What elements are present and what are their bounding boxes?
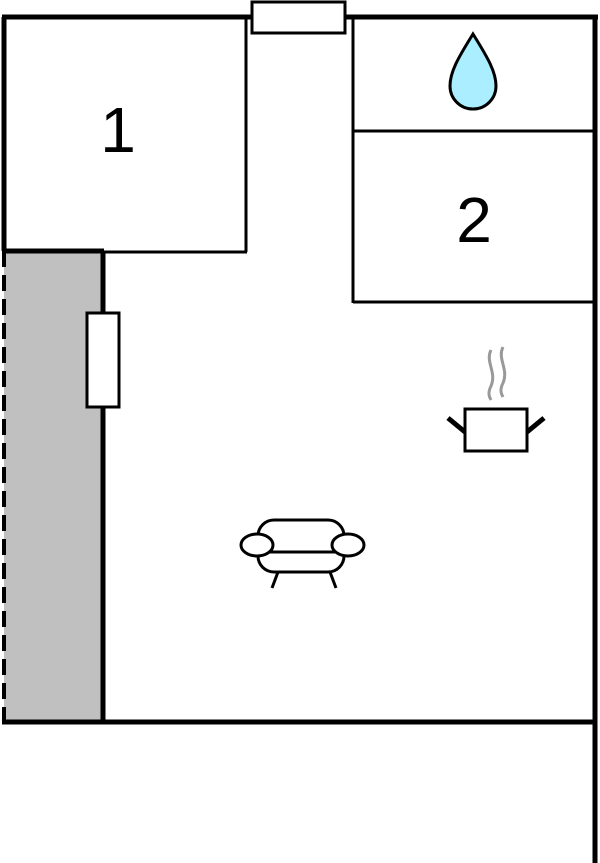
interior-walls: [104, 17, 595, 304]
water-drop-icon: [448, 31, 498, 111]
window-left: [85, 311, 121, 409]
sofa-icon: [239, 518, 366, 589]
window-top: [250, 0, 347, 35]
room-2-number: 2: [456, 184, 492, 256]
cooking-pot-icon: [446, 346, 546, 453]
room-1-number: 1: [100, 94, 136, 166]
